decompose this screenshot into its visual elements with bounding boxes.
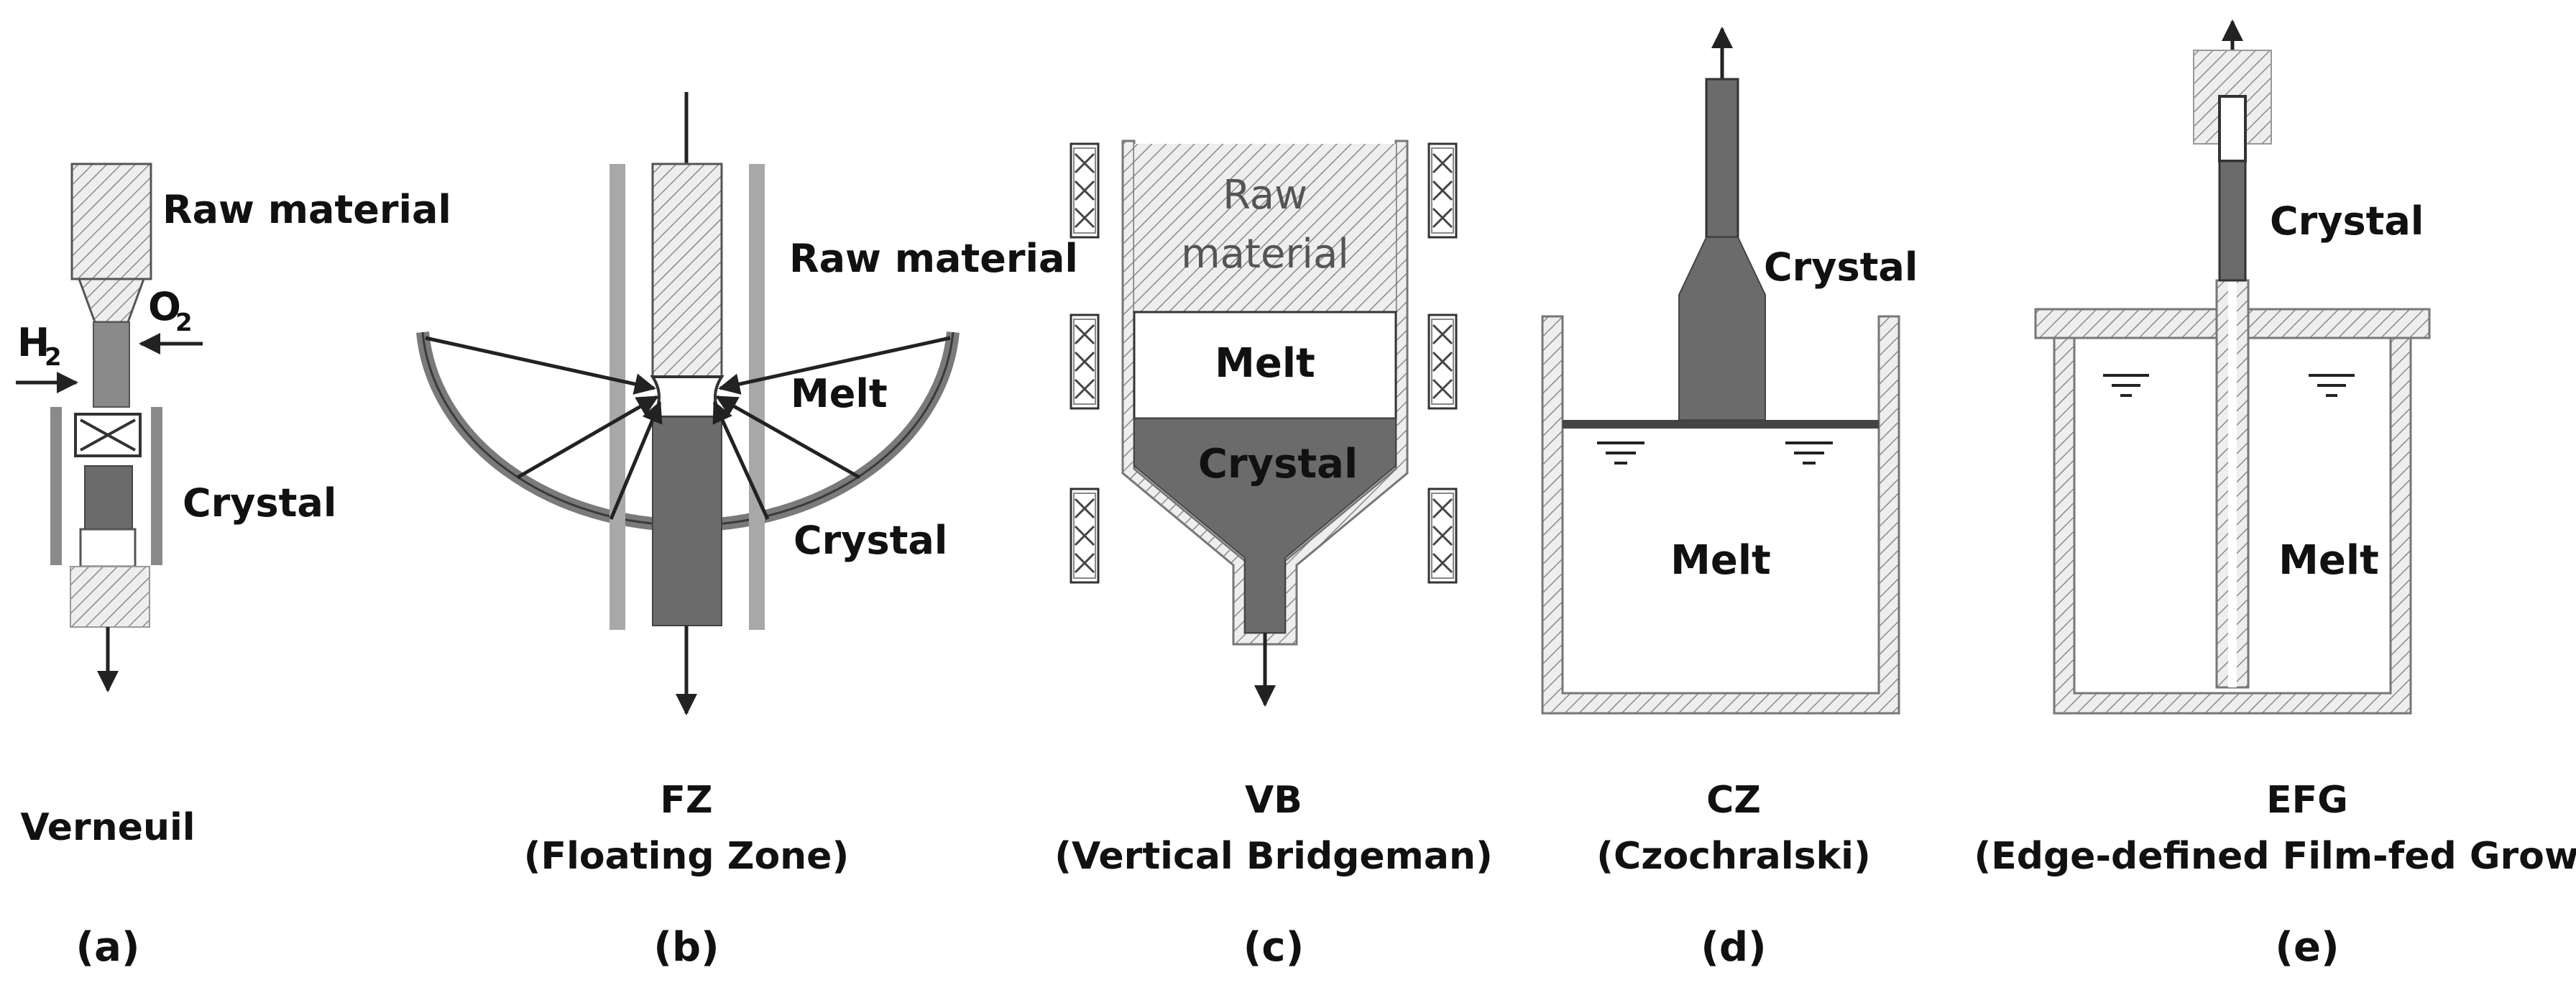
feed-rod: [651, 163, 723, 378]
light-ray: [718, 336, 951, 395]
label-raw-inside: Raw: [1223, 172, 1307, 219]
panel-floating-zone: Melt Crystal FZ (Floating Zone) (b): [416, 92, 960, 971]
method-name-verneuil: Verneuil: [20, 806, 195, 849]
label-crystal: Crystal: [2270, 198, 2424, 244]
seed-rod: [1705, 78, 1739, 239]
label-melt: Melt: [1670, 537, 1771, 584]
label-raw-material: Raw material: [162, 187, 451, 232]
method-name-fz: (Floating Zone): [524, 835, 849, 878]
heater-element: [1427, 142, 1458, 239]
feed-tube: [93, 321, 130, 408]
pedestal: [70, 566, 150, 628]
melt-surface: [1563, 420, 1879, 429]
label-h2: H: [17, 320, 50, 365]
panel-efg: Crystal Melt EFG (Edge-defined Film-fed …: [1974, 19, 2576, 971]
melt-zone: [1133, 311, 1397, 420]
quartz-tube-right: [749, 164, 765, 630]
label-crystal: Crystal: [1764, 244, 1918, 290]
label-melt: Melt: [791, 371, 888, 416]
crystal-boule: [84, 465, 133, 530]
flame-cross: [80, 418, 136, 452]
label-material-inside: material: [1181, 231, 1349, 278]
seed: [2218, 95, 2247, 163]
heater-element: [1427, 314, 1458, 410]
liquid-level-symbol: [2103, 374, 2149, 397]
label-raw-material-outside: Raw material: [789, 236, 1078, 281]
panel-letter-a: (a): [76, 924, 140, 971]
raw-material-charge: [1134, 144, 1396, 312]
label-o2: O: [148, 284, 181, 329]
seed-holder: [79, 528, 137, 568]
capillary-slot: [2228, 280, 2237, 687]
heater-element: [1070, 142, 1100, 239]
light-ray: [712, 401, 770, 521]
heater-element: [1427, 488, 1458, 584]
label-o2-subscript: 2: [175, 308, 193, 337]
method-abbrev-cz: CZ: [1706, 779, 1761, 822]
label-crystal: Crystal: [183, 480, 336, 526]
light-ray: [425, 336, 656, 395]
panel-vertical-bridgman: Raw material Raw material Melt Crystal V…: [789, 139, 1493, 971]
liquid-level-symbol: [1597, 441, 1644, 465]
light-ray: [516, 395, 659, 480]
label-crystal: Crystal: [1198, 441, 1358, 488]
light-ray: [715, 395, 861, 480]
panel-verneuil: Raw material H 2 O 2 Crystal Verneuil (a…: [16, 163, 451, 971]
label-h2-subscript: 2: [45, 343, 62, 372]
molten-zone: [650, 375, 724, 418]
method-abbrev-efg: EFG: [2266, 779, 2348, 822]
furnace-wall-right: [151, 407, 162, 565]
crystal-zone: [1133, 418, 1397, 633]
method-abbrev-fz: FZ: [660, 779, 712, 822]
panel-letter-e: (e): [2275, 924, 2339, 971]
panel-letter-c: (c): [1243, 924, 1304, 971]
hopper-funnel: [77, 278, 146, 324]
furnace-wall-left: [50, 407, 62, 565]
heater-element: [1070, 488, 1100, 584]
quartz-tube-left: [610, 164, 625, 630]
crucible: [1541, 315, 1900, 715]
label-melt: Melt: [2278, 537, 2379, 584]
heater-element: [1070, 314, 1100, 410]
panel-czochralski: Crystal Melt CZ (Czochralski) (d): [1541, 27, 1918, 971]
raw-material-hopper: [70, 163, 152, 280]
crystal-ribbon: [2218, 160, 2247, 282]
crystal-ingot: [1678, 237, 1766, 421]
crystal-rod: [652, 416, 722, 626]
method-name-efg: (Edge-defined Film-fed Growth): [1974, 835, 2576, 878]
panel-letter-d: (d): [1701, 924, 1766, 971]
method-abbrev-vb: VB: [1245, 779, 1302, 822]
panel-letter-b: (b): [653, 924, 719, 971]
label-melt: Melt: [1215, 340, 1315, 387]
liquid-level-symbol: [1785, 441, 1833, 465]
label-crystal: Crystal: [794, 518, 947, 563]
method-name-vb: (Vertical Bridgeman): [1054, 835, 1492, 878]
light-ray: [609, 401, 663, 520]
liquid-level-symbol: [2309, 374, 2355, 397]
method-name-cz: (Czochralski): [1596, 835, 1870, 878]
